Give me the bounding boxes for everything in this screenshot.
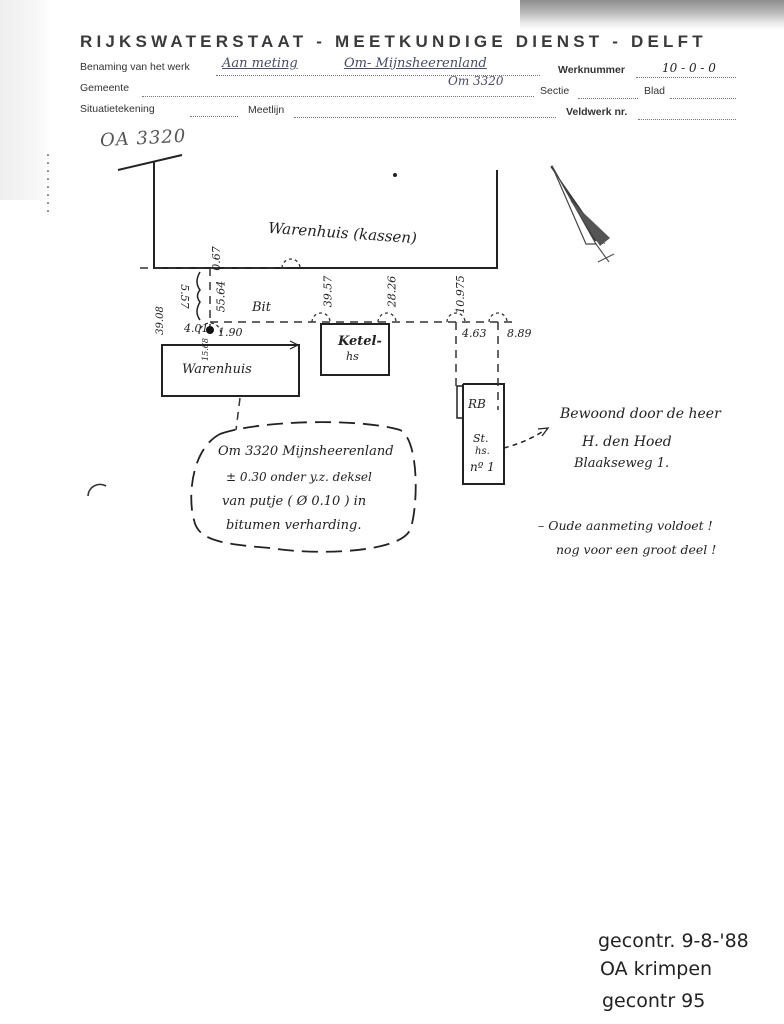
label-werknummer: Werknummer	[558, 64, 625, 76]
note-oude-2: nog voor een groot deel !	[556, 542, 717, 557]
label-warehouse-small: Warenhuis	[182, 362, 252, 377]
label-st: St.	[473, 432, 489, 445]
arrow-head	[289, 340, 300, 350]
label-bit: Bit	[252, 300, 271, 315]
measure-15-68: 15.68	[200, 338, 210, 361]
torn-paper-edge	[520, 0, 784, 30]
measure-5-57: 5.57	[177, 284, 191, 309]
greenhouse-corner-mark	[117, 154, 183, 171]
greenhouse-outline	[153, 162, 498, 269]
measure-4-63: 4.63	[462, 327, 487, 340]
measure-1-90: 1.90	[218, 326, 243, 339]
label-blad: Blad	[644, 85, 666, 97]
label-ketel-hs: hs	[346, 350, 359, 363]
arc-mark-2	[311, 312, 331, 323]
callout-bubble	[190, 421, 417, 553]
field-line-sectie	[578, 98, 638, 99]
label-gemeente: Gemeente	[80, 82, 130, 94]
arc-mark-5	[488, 312, 508, 323]
callout-line-3: van putje ( Ø 0.10 ) in	[222, 494, 367, 509]
field-line-werknummer	[636, 77, 736, 78]
field-line-veldwerk	[638, 119, 736, 120]
footer-oa-krimpen: OA krimpen	[600, 958, 713, 980]
arc-mark-4	[446, 312, 466, 323]
value-benaming-3: Om 3320	[448, 74, 504, 88]
arc-mark-1	[281, 258, 301, 269]
note-bewoond-1: Bewoond door de heer	[560, 406, 721, 422]
field-line-gemeente	[142, 96, 534, 97]
scan-edge-shadow	[0, 0, 52, 200]
value-benaming-1: Aan meting	[222, 56, 298, 71]
measure-39-08: 39.08	[154, 306, 166, 335]
callout-line-1: Om 3320 Mijnsheerenland	[218, 444, 394, 459]
dashed-leader-callout	[235, 397, 241, 431]
form-title: RIJKSWATERSTAAT - MEETKUNDIGE DIENST - D…	[80, 32, 707, 51]
label-benaming: Benaming van het werk	[80, 61, 190, 73]
reference-dot	[393, 173, 397, 177]
value-werknummer: 10 - 0 - 0	[662, 61, 716, 75]
margin-arc	[87, 483, 107, 497]
north-arrow	[550, 165, 615, 263]
field-line-meetlijn	[294, 117, 556, 118]
note-oude-1: – Oude aanmeting voldoet !	[538, 518, 713, 533]
field-line-benaming	[216, 75, 540, 76]
measure-0-67: 0.67	[209, 246, 223, 271]
measure-28-26: 28.26	[385, 275, 399, 308]
measure-4-01: 4.01	[184, 322, 209, 335]
callout-line-4: bitumen verharding.	[226, 518, 362, 533]
survey-point-om3320	[206, 326, 214, 334]
note-bewoond-3: Blaakseweg 1.	[574, 456, 670, 471]
ketel-house-outline	[320, 323, 390, 376]
footer-gecontr-95: gecontr 95	[602, 990, 706, 1012]
arc-mark-6	[198, 322, 222, 335]
label-hs: hs.	[475, 446, 490, 457]
label-ketel: Ketel-	[338, 334, 382, 349]
house-outline	[462, 383, 505, 485]
owner-note-leader	[503, 429, 546, 449]
label-veldwerk: Veldwerk nr.	[566, 106, 628, 118]
note-bewoond-2: H. den Hoed	[582, 434, 672, 450]
label-meetlijn: Meetlijn	[248, 104, 285, 116]
measure-brace	[196, 271, 201, 321]
label-rb: RB	[468, 397, 486, 411]
field-line-blad	[670, 98, 736, 99]
label-situatietekening: Situatietekening	[80, 103, 155, 115]
footer-gecontr-date: gecontr. 9-8-'88	[598, 930, 749, 952]
measure-10-975: 10.975	[453, 275, 467, 314]
label-nr1: nº 1	[470, 460, 495, 474]
field-line-situatie	[190, 116, 238, 117]
measure-55-64: 55.64	[214, 280, 228, 313]
label-sectie: Sectie	[540, 85, 570, 97]
measure-39-57: 39.57	[321, 275, 335, 308]
callout-line-2: ± 0.30 onder y.z. deksel	[226, 470, 372, 484]
arc-mark-3	[377, 312, 397, 323]
value-benaming-2: Om- Mijnsheerenland	[344, 56, 487, 71]
measure-8-89: 8.89	[507, 327, 532, 340]
